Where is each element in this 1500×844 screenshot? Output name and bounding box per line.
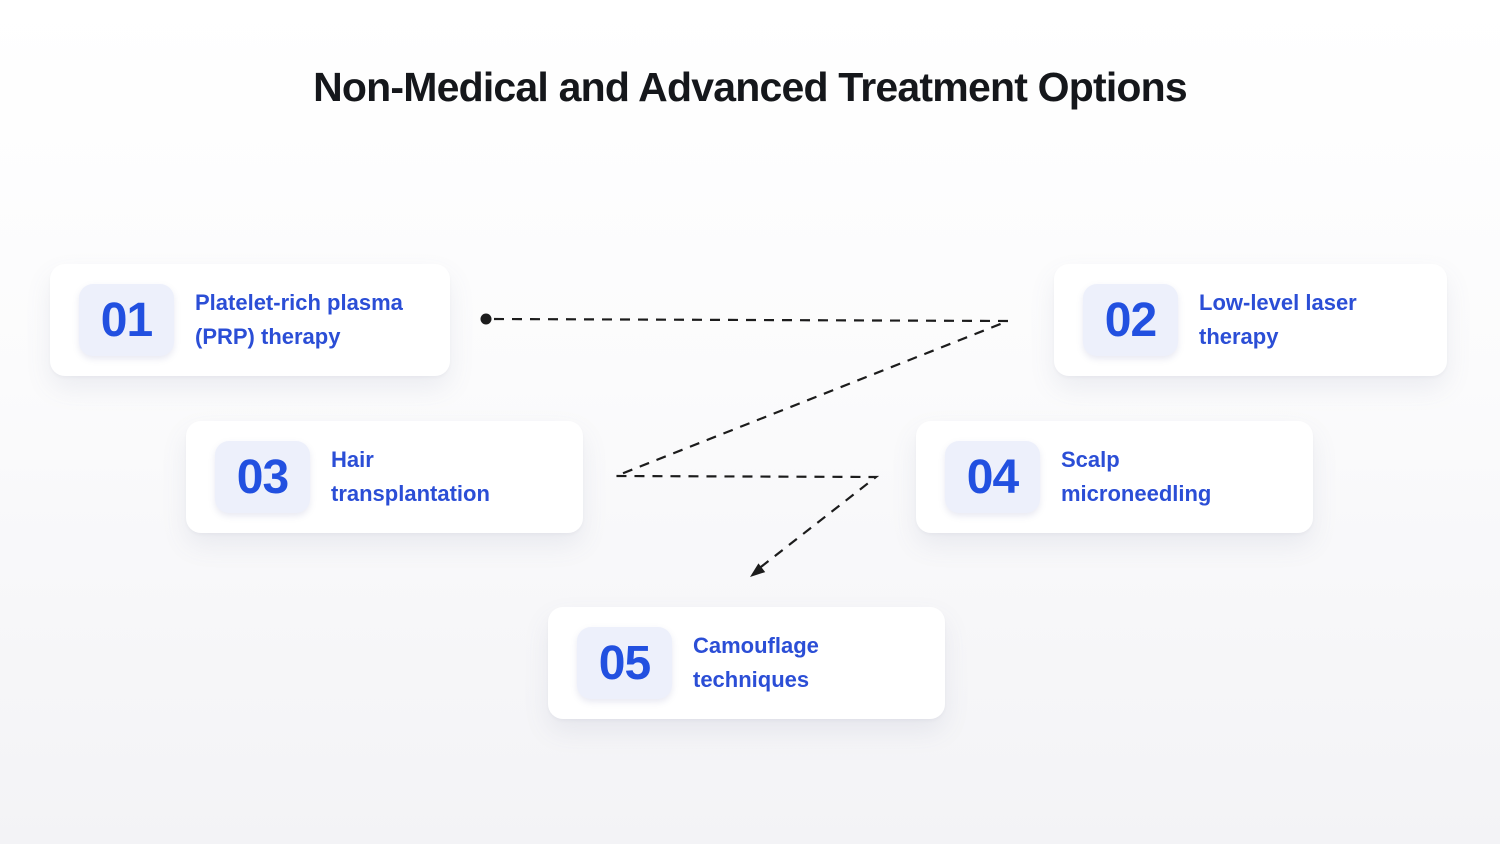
- card-number: 02: [1104, 293, 1157, 347]
- card-label: Scalp microneedling: [1061, 443, 1211, 511]
- card-hair-transplantation: 03 Hair transplantation: [186, 421, 583, 533]
- card-low-level-laser-therapy: 02 Low-level laser therapy: [1054, 264, 1447, 376]
- card-label-line: therapy: [1199, 324, 1279, 349]
- card-label-line: transplantation: [331, 481, 490, 506]
- page-title: Non-Medical and Advanced Treatment Optio…: [313, 64, 1188, 110]
- card-camouflage-techniques: 05 Camouflage techniques: [548, 607, 945, 719]
- card-number: 05: [598, 636, 651, 690]
- card-number-badge: 01: [79, 284, 174, 356]
- card-label: Low-level laser therapy: [1199, 286, 1357, 354]
- connector-arrowhead-icon: [750, 563, 766, 577]
- card-label-line: Hair: [331, 447, 374, 472]
- card-number-badge: 02: [1083, 284, 1178, 356]
- card-number-badge: 03: [215, 441, 310, 513]
- card-number: 03: [236, 450, 289, 504]
- card-label-line: Camouflage: [693, 633, 819, 658]
- card-label: Platelet-rich plasma (PRP) therapy: [195, 286, 403, 354]
- card-label-line: Low-level laser: [1199, 290, 1357, 315]
- card-prp-therapy: 01 Platelet-rich plasma (PRP) therapy: [50, 264, 450, 376]
- card-label-line: Platelet-rich plasma: [195, 290, 403, 315]
- card-number-badge: 04: [945, 441, 1040, 513]
- card-scalp-microneedling: 04 Scalp microneedling: [916, 421, 1313, 533]
- card-label: Camouflage techniques: [693, 629, 819, 697]
- card-label-line: techniques: [693, 667, 810, 692]
- card-label: Hair transplantation: [331, 443, 490, 511]
- card-number: 01: [100, 293, 153, 347]
- card-label-line: Scalp: [1061, 447, 1120, 472]
- card-label-line: microneedling: [1061, 481, 1212, 506]
- card-label-line: (PRP) therapy: [195, 324, 341, 349]
- card-number-badge: 05: [577, 627, 672, 699]
- connector-start-dot: [480, 313, 492, 325]
- card-number: 04: [966, 450, 1019, 504]
